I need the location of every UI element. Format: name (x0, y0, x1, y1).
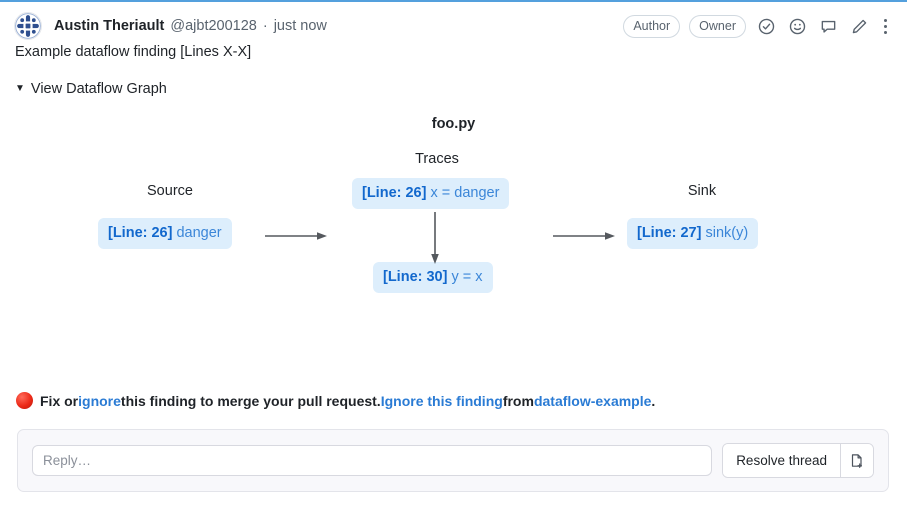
avatar[interactable] (14, 12, 42, 40)
notice-text-middle: this finding to merge your pull request. (120, 392, 381, 409)
node-code: x = danger (430, 185, 500, 201)
node-line-number: [Line: 27] (637, 225, 702, 241)
notice-text-before: Fix or (40, 392, 79, 409)
timestamp: just now (273, 18, 327, 34)
meta-separator: · (262, 18, 268, 34)
view-dataflow-graph-label: View Dataflow Graph (30, 81, 167, 97)
badge-author: Author (623, 14, 681, 38)
notice-text-from: from (502, 392, 534, 409)
arrow-trace-to-sink (553, 230, 615, 242)
graph-file-label: foo.py (431, 116, 476, 132)
ignore-this-finding-link[interactable]: Ignore this finding (380, 392, 503, 409)
kebab-menu-icon[interactable] (877, 15, 893, 37)
pencil-icon[interactable] (848, 15, 870, 37)
node-line-number: [Line: 30] (383, 269, 448, 285)
graph-node-source[interactable]: [Line: 26] danger (98, 218, 232, 249)
node-code: sink(y) (705, 225, 749, 241)
column-label-source: Source (147, 183, 193, 199)
emoji-icon[interactable] (786, 15, 808, 37)
red-circle-icon (16, 392, 33, 409)
reply-actions: Resolve thread (722, 443, 874, 478)
comment-icon[interactable] (817, 15, 839, 37)
node-line-number: [Line: 26] (362, 185, 427, 201)
chevron-down-icon: ▼ (15, 83, 25, 94)
column-label-traces: Traces (415, 151, 459, 167)
ignore-link[interactable]: ignore (78, 392, 121, 409)
finding-notice: Fix or ignore this finding to merge your… (16, 392, 655, 409)
project-link[interactable]: dataflow-example (533, 392, 652, 409)
column-label-sink: Sink (687, 183, 717, 199)
finding-title: Example dataflow finding [Lines X-X] (15, 44, 252, 60)
badge-owner: Owner (689, 14, 746, 38)
node-code: y = x (451, 269, 483, 285)
reply-input[interactable] (32, 445, 713, 476)
comment-header: Austin Theriault @ajbt200128 · just now … (14, 11, 893, 41)
node-code: danger (176, 225, 222, 241)
file-add-icon[interactable] (841, 444, 873, 477)
notice-text-end: . (651, 392, 656, 409)
view-dataflow-graph-toggle[interactable]: ▼ View Dataflow Graph (15, 81, 167, 97)
header-actions: Author Owner (623, 14, 893, 38)
node-line-number: [Line: 26] (108, 225, 173, 241)
author-name[interactable]: Austin Theriault (54, 18, 165, 34)
dataflow-graph: foo.py Traces Source Sink [Line: 26] dan… (0, 108, 907, 333)
graph-node-trace-2[interactable]: [Line: 30] y = x (373, 262, 493, 293)
reply-container: Resolve thread (17, 429, 889, 492)
author-handle[interactable]: @ajbt200128 (170, 18, 257, 34)
arrow-trace1-to-trace2 (429, 212, 441, 264)
top-divider (0, 0, 907, 2)
graph-node-trace-1[interactable]: [Line: 26] x = danger (352, 178, 510, 209)
arrow-source-to-trace (265, 230, 327, 242)
check-circle-icon[interactable] (755, 15, 777, 37)
resolve-thread-button[interactable]: Resolve thread (723, 444, 841, 477)
graph-node-sink[interactable]: [Line: 27] sink(y) (627, 218, 759, 249)
